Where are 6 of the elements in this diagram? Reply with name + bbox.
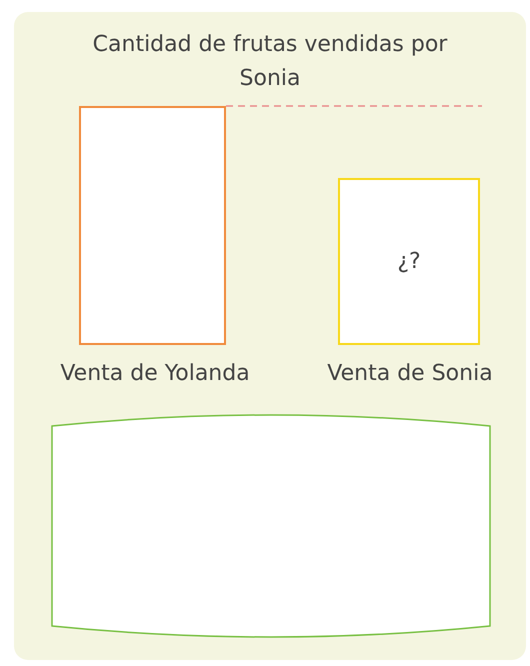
bar-box <box>338 178 480 345</box>
bar-caption: Venta de Yolanda <box>59 360 251 388</box>
question-mark-text: ¿? <box>397 248 421 276</box>
bar-caption: Venta de Sonia <box>326 360 494 388</box>
title: Cantidad de frutas vendidas por Sonia <box>92 31 448 93</box>
bar-box <box>79 106 226 345</box>
